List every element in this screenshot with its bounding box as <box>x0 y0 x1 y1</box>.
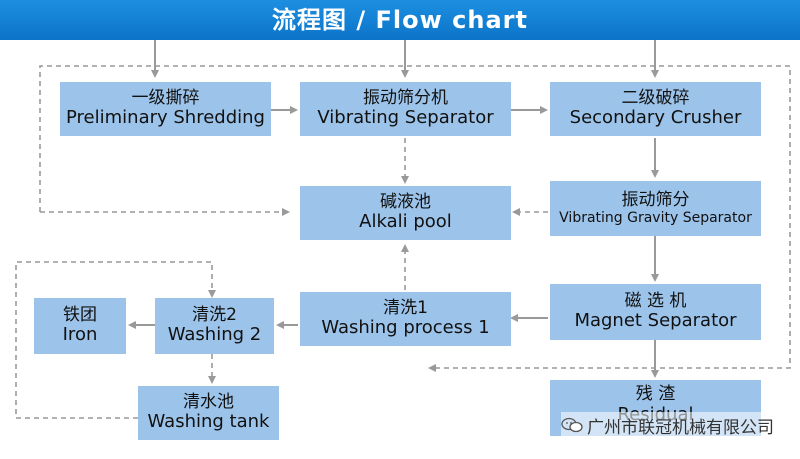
node-label-en: Secondary Crusher <box>569 107 742 129</box>
node-label-zh: 磁 选 机 <box>624 290 687 311</box>
node-label-zh: 清水池 <box>183 391 234 412</box>
watermark-text: 广州市联冠机械有限公司 <box>587 417 774 438</box>
node-label-zh: 振动筛分 <box>621 189 690 210</box>
node-label-en: Alkali pool <box>359 211 452 233</box>
washing-tank-box: 清水池 Washing tank <box>138 386 279 440</box>
node-label-zh: 清洗1 <box>383 297 428 318</box>
secondary-crusher-box: 二级破碎 Secondary Crusher <box>550 82 761 136</box>
node-label-en: Vibrating Gravity Separator <box>559 210 752 227</box>
node-label-zh: 振动筛分机 <box>363 87 448 108</box>
node-label-zh: 二级破碎 <box>621 87 690 108</box>
node-label-en: Washing tank <box>147 411 270 433</box>
node-label-zh: 碱液池 <box>380 191 431 212</box>
washing-2-box: 清洗2 Washing 2 <box>155 298 274 354</box>
node-label-en: Washing 2 <box>167 324 262 346</box>
node-label-en: Magnet Separator <box>574 310 737 332</box>
vibrating-separator-box: 振动筛分机 Vibrating Separator <box>300 82 511 136</box>
page-title: 流程图 / Flow chart <box>0 0 800 40</box>
magnet-separator-box: 磁 选 机 Magnet Separator <box>550 284 761 340</box>
node-label-zh: 铁团 <box>63 304 97 325</box>
node-label-zh: 残 渣 <box>635 384 676 404</box>
node-label-en: Preliminary Shredding <box>66 107 265 129</box>
node-label-zh: 清洗2 <box>192 304 237 325</box>
node-label-zh: 一级撕碎 <box>131 87 200 108</box>
watermark: 广州市联冠机械有限公司 <box>561 412 774 438</box>
preliminary-shredding-box: 一级撕碎 Preliminary Shredding <box>60 82 271 136</box>
node-label-en: Iron <box>62 324 98 346</box>
node-label-en: Vibrating Separator <box>317 107 494 129</box>
washing-process-1-box: 清洗1 Washing process 1 <box>300 292 511 346</box>
iron-box: 铁团 Iron <box>34 298 126 354</box>
vibrating-gravity-separator-box: 振动筛分 Vibrating Gravity Separator <box>550 181 761 236</box>
node-label-en: Washing process 1 <box>321 317 490 339</box>
wechat-icon <box>561 417 583 433</box>
alkali-pool-box: 碱液池 Alkali pool <box>300 186 511 240</box>
